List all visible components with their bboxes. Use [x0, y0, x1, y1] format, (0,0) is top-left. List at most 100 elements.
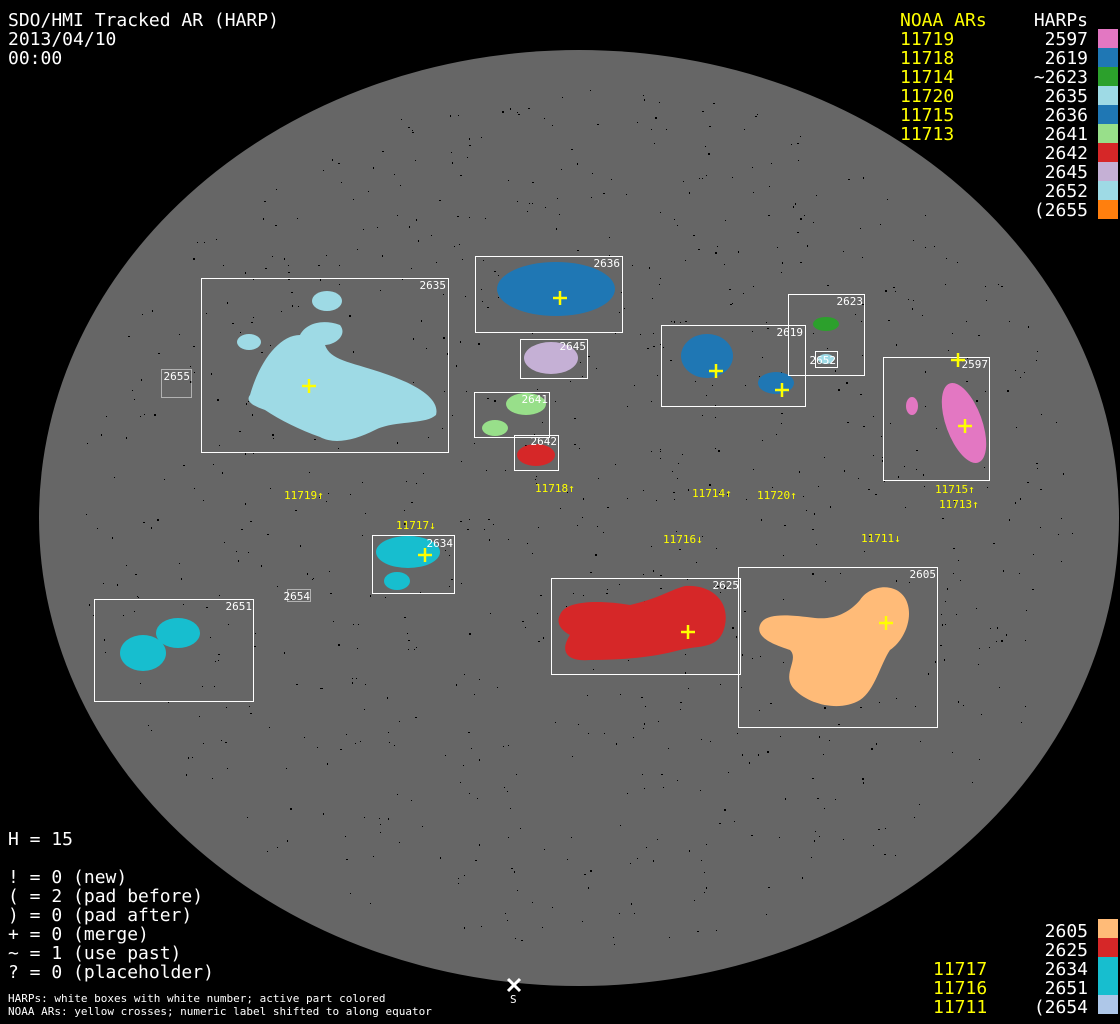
- speckle: [508, 745, 509, 746]
- harp-label-2641: 2641: [522, 393, 549, 406]
- speckle: [362, 482, 363, 483]
- harp-box-2619[interactable]: [661, 325, 806, 407]
- harp-box-2635[interactable]: [201, 278, 449, 453]
- south-pole-x-icon: [506, 977, 522, 993]
- speckle: [884, 481, 885, 482]
- speckle: [958, 701, 959, 703]
- speckle: [412, 132, 414, 133]
- harp-box-2623[interactable]: [788, 294, 865, 376]
- harp-box-2642[interactable]: [514, 435, 559, 471]
- speckle: [555, 722, 556, 723]
- speckle: [218, 660, 219, 661]
- speckle: [572, 756, 573, 757]
- harp-color-swatch: [1098, 919, 1118, 938]
- harp-box-2597[interactable]: [883, 357, 990, 481]
- speckle: [812, 778, 814, 779]
- speckle: [582, 376, 583, 377]
- speckle: [827, 348, 828, 349]
- speckle: [797, 232, 799, 233]
- speckle: [580, 362, 581, 363]
- speckle: [728, 772, 729, 773]
- harp-box-2654[interactable]: [287, 589, 311, 602]
- harp-box-2634[interactable]: [372, 535, 455, 594]
- plot-date: 2013/04/10: [8, 29, 117, 50]
- speckle: [701, 860, 702, 861]
- speckle: [140, 416, 141, 417]
- speckle: [879, 702, 880, 703]
- speckle: [574, 444, 576, 445]
- patch-2619: [681, 334, 733, 378]
- speckle: [106, 416, 107, 417]
- speckle: [423, 473, 424, 474]
- speckle: [1028, 326, 1029, 328]
- speckle: [507, 920, 508, 921]
- speckle: [183, 604, 184, 605]
- speckle: [869, 536, 871, 537]
- speckle: [663, 787, 664, 788]
- speckle: [537, 389, 538, 390]
- harp-box-2605[interactable]: [738, 567, 938, 728]
- speckle: [632, 265, 633, 266]
- speckle: [954, 500, 955, 502]
- speckle: [915, 706, 916, 707]
- speckle: [493, 524, 494, 525]
- harp-box-2636[interactable]: [475, 256, 623, 333]
- noaa-legend-item: 11718: [900, 48, 955, 69]
- noaa-cross-icon: [553, 291, 567, 305]
- speckle: [364, 709, 365, 710]
- speckle: [204, 242, 205, 243]
- speckle: [896, 344, 897, 346]
- speckle: [603, 193, 605, 194]
- speckle: [545, 207, 546, 208]
- speckle: [157, 519, 159, 521]
- speckle: [945, 284, 946, 285]
- speckle: [1063, 473, 1064, 475]
- speckle: [380, 290, 381, 291]
- speckle: [420, 592, 421, 593]
- speckle: [192, 757, 193, 758]
- harp-box-2651[interactable]: [94, 599, 254, 702]
- harp-legend-item: 2641: [1044, 124, 1088, 145]
- speckle: [860, 228, 861, 229]
- equator-label-11716: 11716↓: [663, 533, 703, 546]
- speckle: [276, 189, 277, 190]
- speckle: [522, 621, 524, 622]
- speckle: [781, 272, 782, 273]
- harp-box-2652[interactable]: [815, 351, 838, 368]
- speckle: [715, 405, 716, 406]
- speckle: [1021, 722, 1022, 723]
- speckle: [979, 759, 980, 760]
- harp-box-2645[interactable]: [520, 339, 588, 379]
- speckle: [759, 376, 760, 377]
- harp-box-2655[interactable]: [161, 369, 192, 398]
- harp-box-2625[interactable]: [551, 578, 741, 675]
- solar-disk: [39, 50, 1119, 986]
- speckle: [677, 225, 678, 226]
- speckle: [498, 275, 499, 276]
- speckle: [228, 624, 229, 625]
- speckle: [432, 525, 433, 527]
- speckle: [353, 624, 354, 625]
- speckle: [645, 706, 646, 707]
- speckle: [481, 289, 482, 290]
- speckle: [916, 450, 918, 451]
- speckle: [706, 887, 707, 889]
- speckle: [459, 244, 460, 245]
- speckle: [942, 518, 944, 519]
- speckle: [277, 586, 278, 587]
- speckle: [362, 535, 363, 536]
- harp-box-2641[interactable]: [474, 392, 550, 438]
- noaa-legend-item: 11714: [900, 67, 955, 88]
- speckle: [494, 400, 496, 402]
- speckle: [214, 686, 215, 687]
- speckle: [246, 403, 247, 405]
- speckle: [408, 640, 410, 641]
- speckle: [742, 754, 743, 756]
- harp-legend-item: 2634: [1044, 959, 1088, 980]
- speckle: [641, 697, 643, 698]
- harp-color-swatch: [1098, 48, 1118, 67]
- speckle: [206, 607, 208, 608]
- speckle: [985, 391, 986, 392]
- speckle: [284, 258, 285, 260]
- speckle: [215, 661, 216, 662]
